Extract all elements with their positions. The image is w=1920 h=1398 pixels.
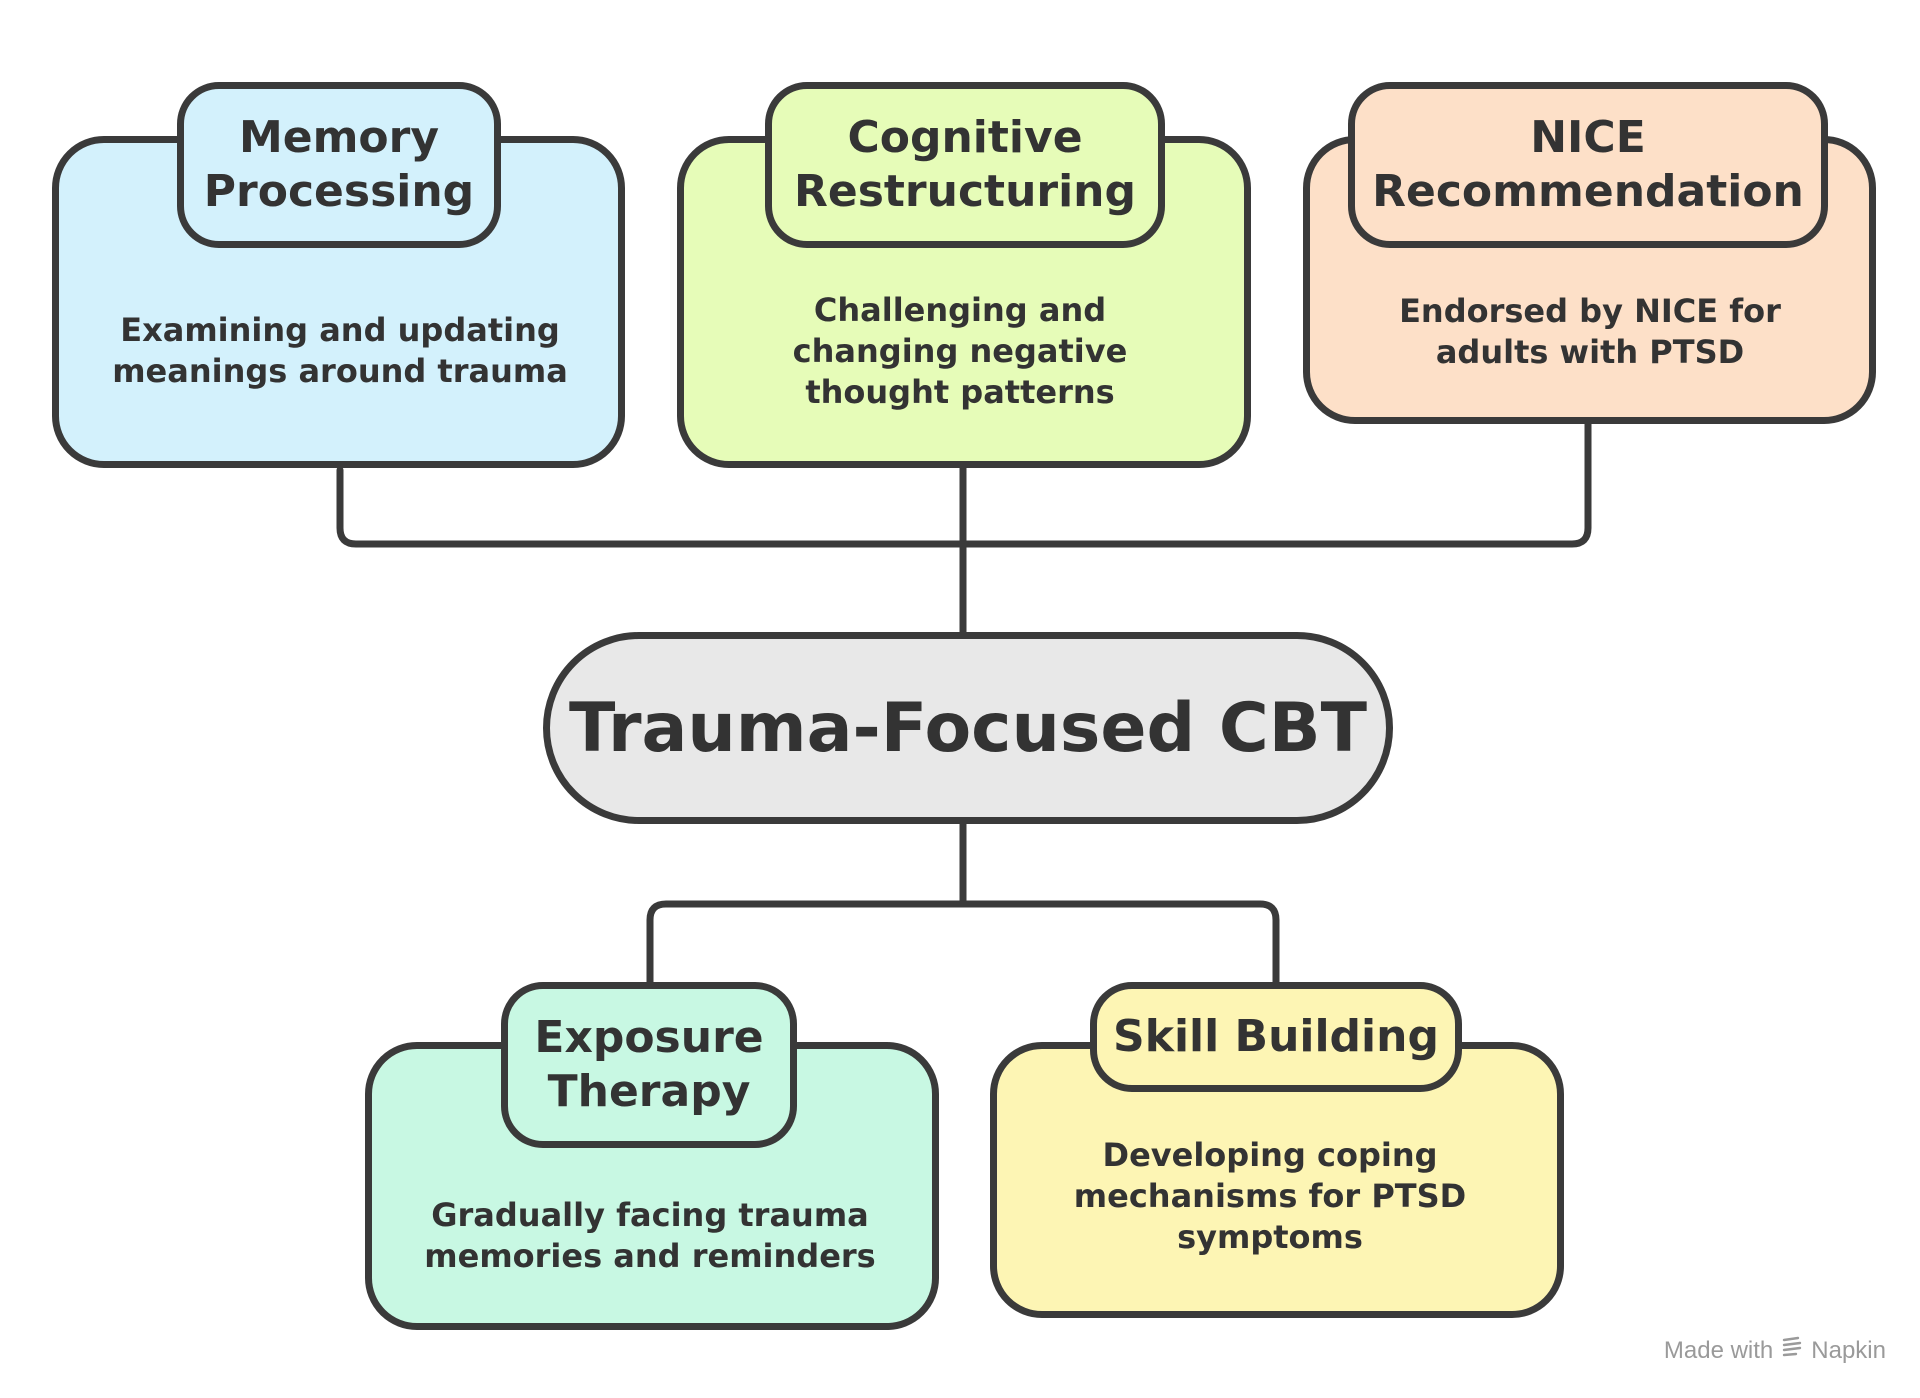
trauma-focused-cbt-label: Trauma-Focused CBT <box>569 688 1367 768</box>
cognitive-restructuring-description: Challenging and changing negative though… <box>792 290 1128 411</box>
made-with-napkin-watermark: Made with Napkin <box>1664 1335 1886 1366</box>
exposure-therapy-description-box: Gradually facing trauma memories and rem… <box>410 1186 890 1286</box>
cognitive-restructuring-description-box: Challenging and changing negative though… <box>730 286 1190 416</box>
memory-processing-description-box: Examining and updating meanings around t… <box>100 286 580 416</box>
connector-bottom-branches <box>646 900 1280 986</box>
trauma-focused-cbt-node: Trauma-Focused CBT <box>543 632 1393 824</box>
skill-building-description: Developing coping mechanisms for PTSD sy… <box>1073 1135 1467 1256</box>
cognitive-restructuring-title: Cognitive Restructuring <box>793 112 1136 217</box>
skill-building-title-box: Skill Building <box>1090 982 1462 1092</box>
nice-recommendation-description-box: Endorsed by NICE for adults with PTSD <box>1360 282 1820 382</box>
made-with-text: Made with <box>1663 1336 1774 1364</box>
nice-recommendation-title: NICE Recommendation <box>1372 112 1804 217</box>
exposure-therapy-description: Gradually facing trauma memories and rem… <box>424 1196 876 1275</box>
cognitive-restructuring-title-box: Cognitive Restructuring <box>765 82 1165 248</box>
skill-building-title: Skill Building <box>1113 1011 1439 1062</box>
nice-recommendation-title-box: NICE Recommendation <box>1348 82 1828 248</box>
memory-processing-description: Examining and updating meanings around t… <box>112 311 568 390</box>
napkin-brand-text: Napkin <box>1811 1336 1886 1364</box>
memory-processing-title-box: Memory Processing <box>177 82 501 248</box>
exposure-therapy-title: Exposure Therapy <box>534 1012 764 1117</box>
napkin-logo-icon <box>1781 1335 1803 1366</box>
memory-processing-title: Memory Processing <box>203 112 475 217</box>
skill-building-description-box: Developing coping mechanisms for PTSD sy… <box>1040 1126 1500 1266</box>
nice-recommendation-description: Endorsed by NICE for adults with PTSD <box>1399 292 1781 371</box>
exposure-therapy-title-box: Exposure Therapy <box>501 982 797 1148</box>
